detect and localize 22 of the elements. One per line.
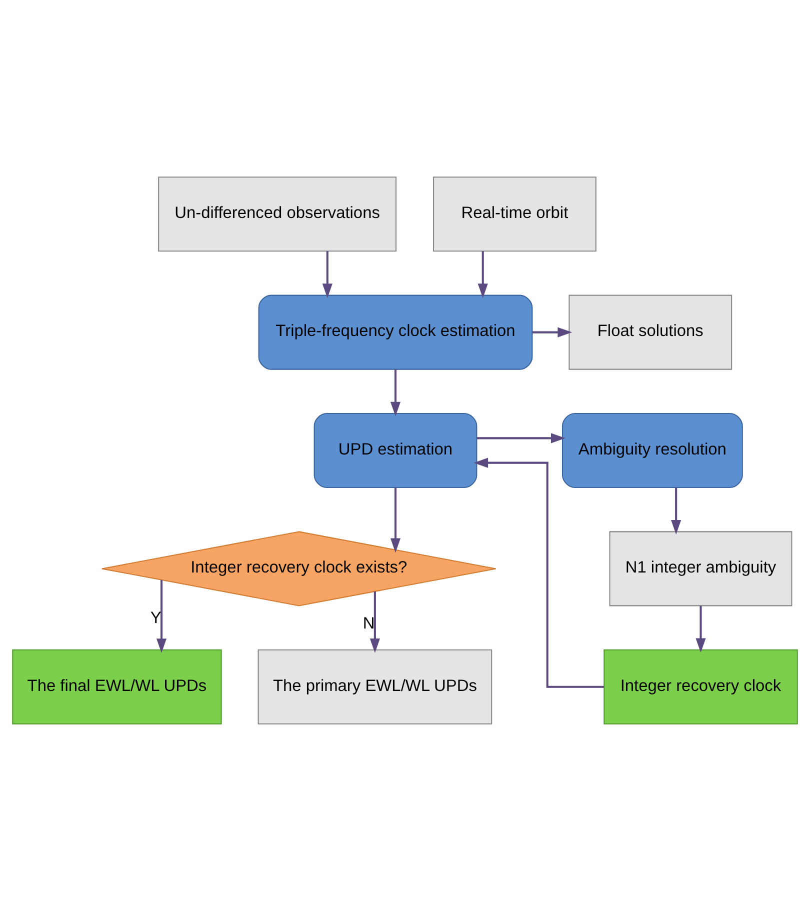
arrow (370, 590, 380, 652)
node-box: Ambiguity resolution (562, 412, 743, 488)
node-diamond: Integer recovery clock exists? (101, 530, 496, 606)
edge-label: N (362, 614, 375, 632)
node-box: The final EWL/WL UPDs (12, 648, 222, 724)
arrow (476, 432, 566, 443)
node-box: UPD estimation (314, 412, 478, 488)
arrow (390, 368, 401, 416)
arrow (696, 605, 706, 652)
arrow (532, 326, 572, 337)
arrow (478, 250, 488, 298)
arrow (474, 457, 604, 688)
node-box: Un-differenced observations (158, 176, 397, 252)
node-box: Real-time orbit (433, 176, 596, 252)
node-box: Triple-frequency clock estimation (258, 294, 533, 370)
node-box: Float solutions (568, 294, 732, 370)
node-box: Integer recovery clock (604, 648, 798, 724)
arrow (671, 487, 682, 534)
arrow (390, 487, 401, 552)
arrow (322, 250, 332, 298)
node-box: The primary EWL/WL UPDs (258, 648, 492, 724)
node-box: N1 integer ambiguity (609, 530, 792, 606)
